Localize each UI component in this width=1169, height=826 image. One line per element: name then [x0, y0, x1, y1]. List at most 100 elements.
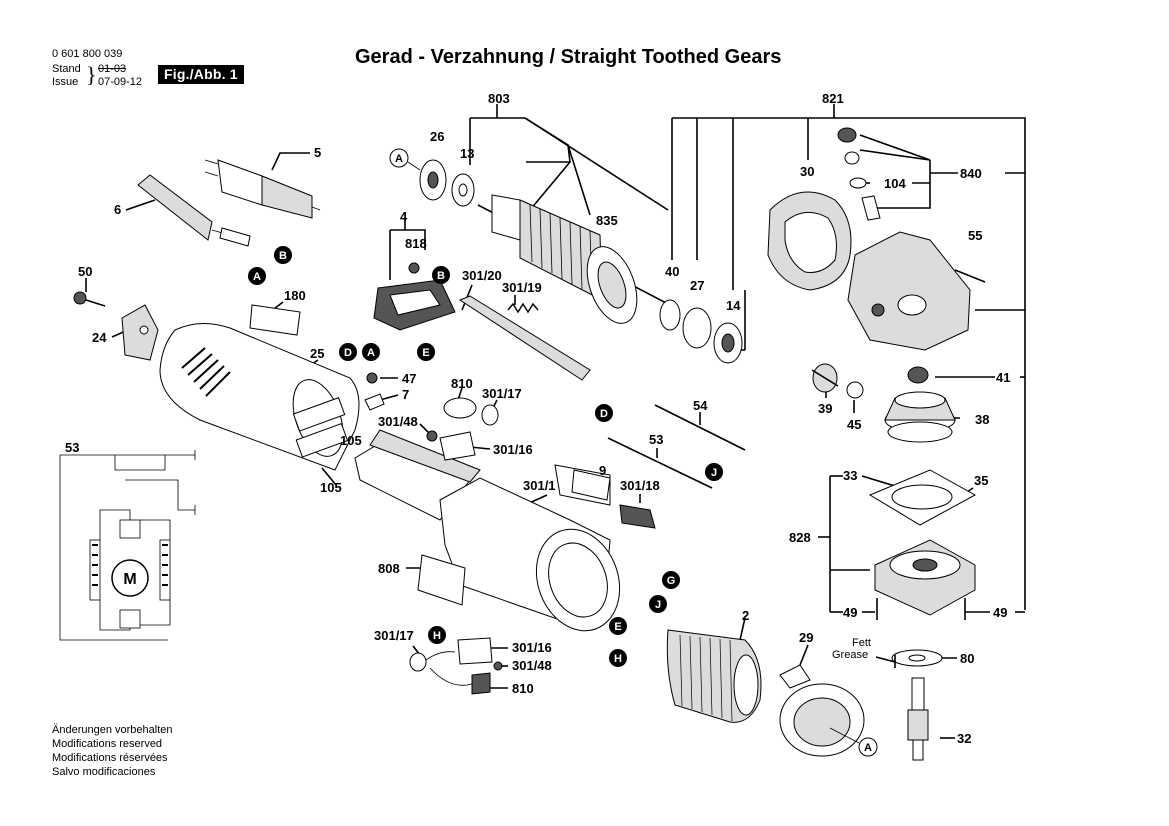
label-104: 104 [884, 176, 906, 191]
label-301-48-lower: 301/48 [512, 658, 552, 673]
label-55: 55 [968, 228, 982, 243]
label-828: 828 [789, 530, 811, 545]
stand-value: 01-03 [98, 63, 127, 75]
label-39: 39 [818, 401, 832, 416]
label-33: 33 [843, 468, 857, 483]
label-301-16-upper: 301/16 [493, 442, 533, 457]
label-25: 25 [310, 346, 324, 361]
part-7 [364, 393, 385, 411]
label-818: 818 [405, 236, 427, 251]
label-53: 53 [649, 432, 663, 447]
switch-rod [458, 295, 591, 381]
label-35: 35 [974, 473, 988, 488]
stand-label: Stand [52, 63, 81, 75]
callout-d-cable: D [600, 408, 608, 420]
gear-housing [439, 464, 621, 632]
label-301-17-lower: 301/17 [374, 628, 414, 643]
label-45: 45 [847, 417, 861, 432]
label-105-upper: 105 [340, 433, 362, 448]
circlip-40 [659, 299, 681, 331]
gear-head [847, 231, 986, 351]
page-title: Gerad - Verzahnung / Straight Toothed Ge… [355, 46, 782, 68]
spring-301-19 [507, 302, 539, 314]
label-13: 13 [460, 146, 474, 161]
label-301-16-lower: 301/16 [512, 640, 552, 655]
label-803: 803 [488, 91, 510, 106]
spindle-lock-parts [837, 127, 881, 221]
grease-arrow [875, 655, 896, 668]
label-9: 9 [599, 463, 606, 478]
label-180: 180 [284, 288, 306, 303]
label-301-1: 301/1 [523, 478, 556, 493]
note-fr: Modifications réservées [52, 752, 168, 764]
label-2: 2 [742, 608, 749, 623]
label-9 [571, 469, 611, 501]
label-27: 27 [690, 278, 704, 293]
label-301-19: 301/19 [502, 280, 542, 295]
note-de: Änderungen vorbehalten [52, 724, 173, 736]
label-6: 6 [114, 202, 121, 217]
label-49-right: 49 [993, 605, 1007, 620]
label-80: 80 [960, 651, 974, 666]
motor-housing [159, 323, 360, 471]
plug-part [204, 159, 321, 219]
footer-notes: Änderungen vorbehalten Modifications res… [52, 723, 172, 779]
screw-47 [366, 372, 378, 384]
label-50: 50 [78, 264, 92, 279]
issue-label: Issue [52, 76, 79, 88]
lower-switch-parts [409, 637, 503, 695]
label-810-lower: 810 [512, 681, 534, 696]
callout-b-brush: B [437, 270, 445, 282]
label-301-17-upper: 301/17 [482, 386, 522, 401]
bearing-flange-828 [874, 539, 976, 616]
part-301-18 [619, 504, 656, 529]
label-835: 835 [596, 213, 618, 228]
leader-lines [85, 104, 1026, 739]
callout-j-coil: J [655, 599, 661, 611]
label-301-20: 301/20 [462, 268, 502, 283]
label-32: 32 [957, 731, 971, 746]
grease-label: Grease [832, 649, 868, 661]
label-810-upper: 810 [451, 376, 473, 391]
label-301-18: 301/18 [620, 478, 660, 493]
flange-33 [868, 469, 977, 526]
spindle-32 [907, 677, 929, 761]
label-26: 26 [430, 129, 444, 144]
callout-a-brush: A [367, 347, 375, 359]
label-808: 808 [378, 561, 400, 576]
label-14: 14 [726, 298, 741, 313]
callout-a-plug: A [253, 271, 261, 283]
note-en: Modifications reserved [52, 738, 163, 750]
callout-a-guard: A [864, 742, 872, 754]
label-30: 30 [800, 164, 814, 179]
callout-d-brush: D [344, 347, 352, 359]
bearing-26 [419, 159, 447, 201]
label-821: 821 [822, 91, 844, 106]
label-38: 38 [975, 412, 989, 427]
part-shapes [73, 127, 986, 761]
brace-glyph: } [86, 62, 97, 87]
bevel-gear-38 [884, 391, 956, 443]
guard-29 [779, 664, 865, 757]
callout-e-brush: E [422, 347, 429, 359]
label-40: 40 [665, 264, 679, 279]
cable-sleeve [137, 174, 251, 247]
bearing-14 [713, 322, 743, 364]
brush-holder [373, 262, 456, 331]
bearing-13 [451, 173, 475, 207]
label-49-left: 49 [843, 605, 857, 620]
callout-a-outline: A [395, 153, 403, 165]
callout-j-cable: J [711, 467, 717, 479]
label-7: 7 [402, 387, 409, 402]
callout-b-plug: B [279, 250, 287, 262]
label-41: 41 [996, 370, 1010, 385]
label-808 [417, 554, 466, 606]
figure-badge: Fig./Abb. 1 [158, 65, 244, 84]
callout-h-switch: H [433, 630, 441, 642]
label-301-48-upper: 301/48 [378, 414, 418, 429]
label-180 [249, 304, 301, 336]
label-54: 54 [693, 398, 708, 413]
bearing-41 [907, 366, 929, 384]
nut-45 [846, 381, 864, 399]
